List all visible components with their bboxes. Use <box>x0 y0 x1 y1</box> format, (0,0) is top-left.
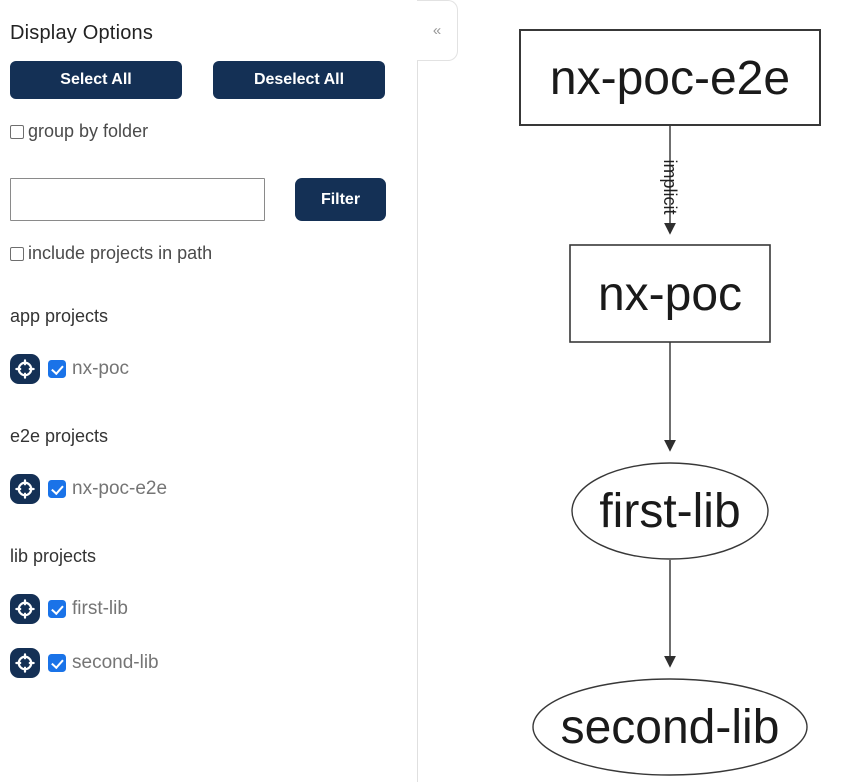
sidebar-title: Display Options <box>10 22 154 44</box>
filter-row: Filter <box>10 178 407 221</box>
project-label: nx-poc <box>72 358 130 379</box>
graph-canvas[interactable]: implicit nx-poc-e2e nx-poc first-lib sec… <box>419 0 867 782</box>
focus-project-button[interactable] <box>10 594 40 624</box>
group-by-folder-checkbox[interactable] <box>10 124 24 139</box>
deselect-all-button[interactable]: Deselect All <box>213 61 385 99</box>
filter-input[interactable] <box>10 178 265 221</box>
svg-text:second-lib: second-lib <box>561 701 780 754</box>
crosshair-icon <box>15 479 35 499</box>
sidebar-collapse-button[interactable]: « <box>417 0 458 61</box>
focus-project-button[interactable] <box>10 354 40 384</box>
svg-text:nx-poc: nx-poc <box>598 268 742 321</box>
section-heading: lib projects <box>10 546 97 566</box>
graph-node-second-lib[interactable]: second-lib <box>532 678 808 776</box>
filter-button[interactable]: Filter <box>295 178 386 221</box>
project-checkbox[interactable] <box>48 360 66 378</box>
group-by-folder-option[interactable]: group by folder <box>10 121 407 142</box>
project-checkbox[interactable] <box>48 480 66 498</box>
graph-node-nx-poc-e2e[interactable]: nx-poc-e2e <box>519 29 821 126</box>
project-checkbox[interactable] <box>48 654 66 672</box>
svg-text:nx-poc-e2e: nx-poc-e2e <box>550 52 790 105</box>
include-projects-in-path-checkbox[interactable] <box>10 246 24 261</box>
edge-label-implicit: implicit <box>660 159 680 214</box>
display-options-sidebar: Display Options Select All Deselect All … <box>0 0 418 782</box>
project-label: nx-poc-e2e <box>72 478 168 499</box>
focus-project-button[interactable] <box>10 648 40 678</box>
include-projects-in-path-label: include projects in path <box>28 243 213 263</box>
graph-node-first-lib[interactable]: first-lib <box>571 462 769 560</box>
project-label: first-lib <box>72 598 128 619</box>
graph-node-nx-poc[interactable]: nx-poc <box>569 244 771 343</box>
crosshair-icon <box>15 359 35 379</box>
project-row-nx-poc: nx-poc <box>10 354 407 384</box>
collapse-chevrons-icon: « <box>432 22 442 39</box>
select-all-button[interactable]: Select All <box>10 61 182 99</box>
dependency-graph[interactable]: implicit nx-poc-e2e nx-poc first-lib sec… <box>419 0 867 782</box>
crosshair-icon <box>15 599 35 619</box>
focus-project-button[interactable] <box>10 474 40 504</box>
project-label: second-lib <box>72 652 159 673</box>
project-checkbox[interactable] <box>48 600 66 618</box>
include-projects-in-path-option[interactable]: include projects in path <box>10 243 407 264</box>
section-app-projects: app projects nx-poc <box>10 306 407 384</box>
section-e2e-projects: e2e projects nx-poc-e2e <box>10 426 407 504</box>
svg-text:first-lib: first-lib <box>599 485 740 538</box>
section-heading: e2e projects <box>10 426 109 446</box>
select-buttons-row: Select All Deselect All <box>10 61 385 99</box>
project-row-nx-poc-e2e: nx-poc-e2e <box>10 474 407 504</box>
project-row-second-lib: second-lib <box>10 648 407 678</box>
project-row-first-lib: first-lib <box>10 594 407 624</box>
group-by-folder-label: group by folder <box>28 121 149 141</box>
section-lib-projects: lib projects first-lib <box>10 546 407 678</box>
crosshair-icon <box>15 653 35 673</box>
section-heading: app projects <box>10 306 109 326</box>
